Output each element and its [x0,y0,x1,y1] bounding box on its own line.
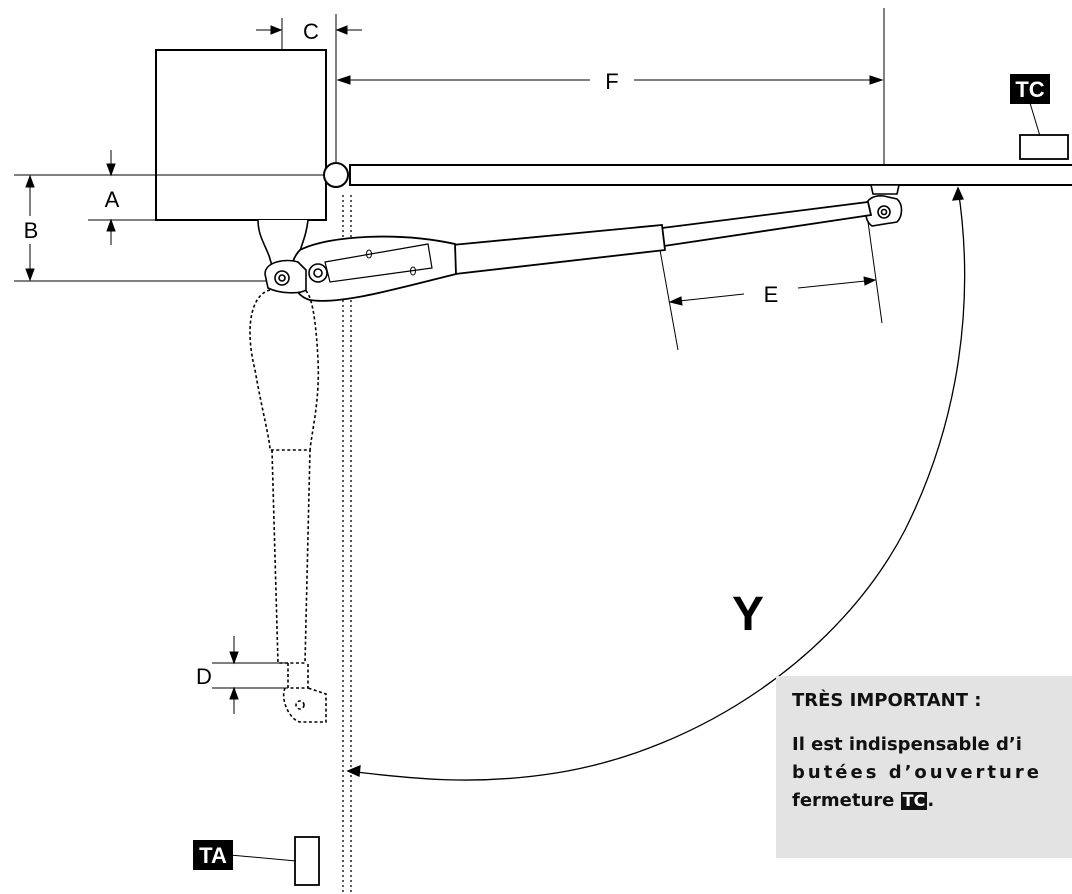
opening-stop-ta [294,836,320,886]
gate-bracket [864,184,903,227]
ta-tag: TA [193,840,233,870]
dimension-reference-lines [14,174,330,282]
note-line-3-suffix: . [927,790,935,811]
dimension-e [659,221,883,351]
tc-tag: TC [1010,74,1050,104]
dimension-b [25,174,35,282]
label-f: F [605,69,618,94]
note-line-2: butées d’ouverture [792,759,1072,787]
ta-tag-label: TA [199,843,227,868]
label-y: Y [732,588,764,641]
label-c: C [303,19,319,44]
label-a: A [105,187,120,212]
label-d: D [196,664,212,689]
note-title: TRÈS IMPORTANT : [792,690,982,711]
note-line-3: fermeture TC. [792,787,1072,815]
gate-leaf [323,162,1072,188]
note-line-2-text: butées d’ouverture [792,762,1042,783]
hinge-axis-dotted-lines [342,195,352,894]
motor-pivot [264,259,328,294]
pillar-block [155,49,327,221]
note-line-1: Il est indispensable d’i [792,734,1022,755]
dimension-a [88,150,156,245]
opening-angle-arc [346,186,966,781]
tc-leader-line [1029,102,1041,137]
label-b: B [24,218,39,243]
dimension-d [212,636,288,714]
dimension-f [336,75,884,85]
note-line-3-prefix: fermeture [792,790,895,811]
closing-stop-tc [1019,134,1069,160]
ta-leader-line [229,854,297,862]
tc-tag-label: TC [1015,77,1044,102]
note-tc-tag: TC [900,791,928,810]
dimension-c [256,25,362,35]
actuator-open-dashed [249,289,327,723]
gate-hinge-circle [323,162,349,188]
actuator-closed [290,201,873,302]
label-e: E [764,282,779,307]
important-note-box: TRÈS IMPORTANT : Il est indispensable d’… [776,676,1072,858]
